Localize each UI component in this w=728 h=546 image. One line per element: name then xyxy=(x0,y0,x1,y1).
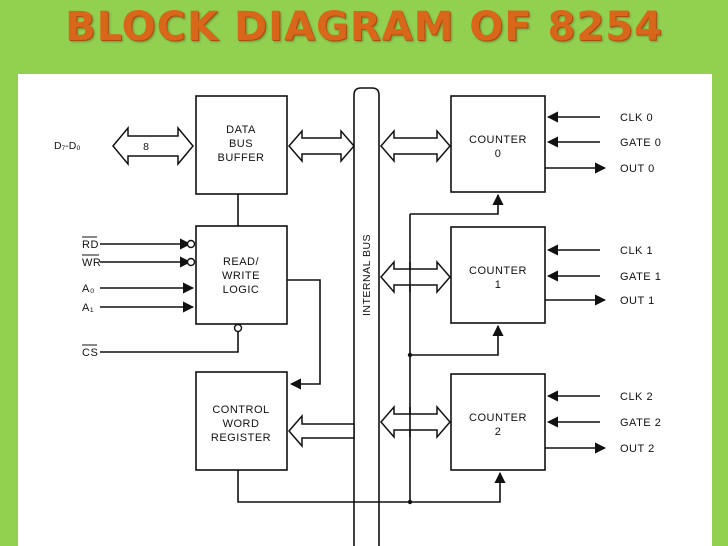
counter-2-block xyxy=(450,373,546,471)
internal-bus-bar xyxy=(353,87,380,546)
clk-0-label: CLK 0 xyxy=(620,112,653,124)
cwr-to-counters-line xyxy=(237,470,506,503)
bus-counter-0-arrow xyxy=(380,128,451,164)
cwr-bus-arrow xyxy=(288,413,355,449)
out-2-label: OUT 2 xyxy=(620,443,655,455)
control-word-register-block xyxy=(195,371,288,471)
cs-line xyxy=(100,332,239,353)
data-bus-buffer-line-1: DATA xyxy=(226,124,256,136)
counter-2-number: 2 xyxy=(495,426,502,438)
wr-label: WR xyxy=(82,257,101,269)
gate-1-label: GATE 1 xyxy=(620,271,661,283)
out-1-label: OUT 1 xyxy=(620,295,655,307)
counter-0-number: 0 xyxy=(495,148,502,160)
buffer-bus-arrow xyxy=(288,128,355,164)
counter-0-block xyxy=(450,95,546,193)
bus-counter-1-arrow xyxy=(380,259,451,295)
data-bus-label: D₇-D₀ xyxy=(54,140,81,152)
rd-label: RD xyxy=(82,239,99,251)
read-write-logic-line-3: LOGIC xyxy=(223,284,260,296)
external-data-bus-arrow xyxy=(112,125,194,167)
ctrl-to-counter-1 xyxy=(410,324,504,356)
data-bus-buffer-line-2: BUS xyxy=(229,138,253,150)
data-bus-buffer-block xyxy=(195,95,288,195)
control-word-register-line-2: WORD xyxy=(223,418,260,430)
a1-label: A₁ xyxy=(82,302,94,314)
bus-width-label: 8 xyxy=(143,141,149,153)
counter-1-name: COUNTER xyxy=(469,265,527,277)
counter-0-name: COUNTER xyxy=(469,134,527,146)
counter-1-block xyxy=(450,226,546,324)
gate-2-label: GATE 2 xyxy=(620,417,661,429)
counter-2-name: COUNTER xyxy=(469,412,527,424)
control-word-register-line-3: REGISTER xyxy=(211,432,271,444)
gate-0-label: GATE 0 xyxy=(620,137,661,149)
read-write-logic-line-1: READ/ xyxy=(223,256,260,268)
bus-counter-2-arrow xyxy=(380,404,451,440)
internal-bus-label: INTERNAL BUS xyxy=(361,234,373,316)
clk-2-label: CLK 2 xyxy=(620,391,653,403)
rd-inversion-bubble xyxy=(186,239,196,249)
a0-label: A₀ xyxy=(82,283,95,295)
counter-1-number: 1 xyxy=(495,279,502,291)
wr-inversion-bubble xyxy=(186,257,196,267)
rw-to-cwr-line xyxy=(287,279,321,390)
slide-title: BLOCK DIAGRAM OF 8254 xyxy=(65,4,663,50)
junction-dot xyxy=(407,352,413,358)
out-0-label: OUT 0 xyxy=(620,163,655,175)
cs-label: CS xyxy=(82,347,98,359)
read-write-logic-block xyxy=(195,225,288,325)
clk-1-label: CLK 1 xyxy=(620,245,653,257)
junction-dot xyxy=(407,499,413,505)
cs-inversion-bubble xyxy=(233,323,243,333)
control-word-register-line-1: CONTROL xyxy=(212,404,269,416)
read-write-logic-line-2: WRITE xyxy=(222,270,260,282)
data-bus-buffer-line-3: BUFFER xyxy=(218,152,265,164)
ctrl-to-counter-0 xyxy=(410,193,504,215)
